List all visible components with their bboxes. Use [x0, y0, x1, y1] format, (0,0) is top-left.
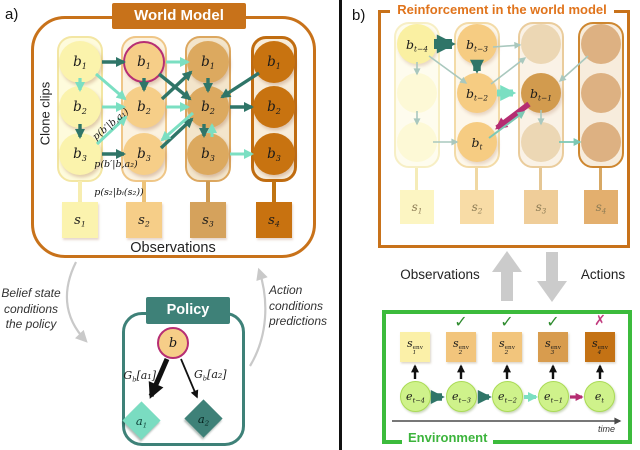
- panel-a-tag: a): [5, 6, 19, 23]
- belief-node: b1: [253, 41, 295, 83]
- observation-square-faded: s3: [524, 190, 558, 224]
- belief-node: b3: [123, 133, 165, 175]
- belief-node: b2: [59, 86, 101, 128]
- emission-stem: [142, 181, 146, 202]
- belief-node: b3: [253, 133, 295, 175]
- env-state-node: et−1: [538, 381, 569, 412]
- panel-b-tag: b): [352, 7, 366, 24]
- emission-stem: [272, 181, 276, 202]
- observation-square-faded: s1: [400, 190, 434, 224]
- policy-belief-node: b: [157, 327, 189, 359]
- emission-stem: [206, 181, 210, 202]
- belief-to-policy-arrow: [65, 261, 88, 343]
- belief-node: b2: [253, 86, 295, 128]
- observation-square-faded: s2: [460, 190, 494, 224]
- actions-label-b: Actions: [580, 267, 626, 282]
- belief-node: b3: [187, 133, 229, 175]
- check-icon: ✓: [454, 312, 468, 331]
- action-label-a2: a2: [197, 411, 210, 427]
- faded-belief-node: [521, 122, 561, 162]
- faded-belief-node: [397, 122, 437, 162]
- emission-stem: [539, 168, 542, 190]
- emission-stem: [475, 168, 478, 190]
- action-label-a1: a1: [135, 413, 148, 429]
- env-state-node: et−3: [446, 381, 477, 412]
- belief-node-bt2: bt−2: [457, 73, 497, 113]
- emission-label: p(s₂|bᵢ(s₂)): [94, 187, 144, 198]
- transition-label-a2: p(b′|b,a₂): [94, 159, 138, 170]
- time-label: time: [598, 424, 616, 434]
- gain-label-a1: Gb[a₁]: [123, 369, 156, 384]
- faded-belief-node: [397, 73, 437, 113]
- belief-node: b3: [59, 133, 101, 175]
- emission-stem: [599, 168, 602, 190]
- belief-node: b1: [187, 41, 229, 83]
- emission-stem: [78, 181, 82, 202]
- clone-clips-label: Clone clips: [37, 81, 53, 146]
- faded-belief-node: [581, 73, 621, 113]
- check-icon: ✓: [546, 312, 560, 331]
- observation-square: s1: [62, 202, 98, 238]
- panel-divider: [339, 0, 342, 450]
- actions-down-arrow: [537, 252, 567, 302]
- belief-node: b1: [59, 41, 101, 83]
- belief-node-bt: bt: [457, 122, 497, 162]
- cross-icon: ✗: [594, 313, 606, 329]
- faded-belief-node: [581, 24, 621, 64]
- emission-stem: [415, 168, 418, 190]
- gain-label-a2: Gb[a₂]: [194, 368, 227, 383]
- observations-up-arrow: [492, 251, 522, 301]
- policy-title: Policy: [146, 297, 230, 324]
- env-state-node: et: [584, 381, 615, 412]
- belief-node: b2: [187, 86, 229, 128]
- observations-label-a: Observations: [130, 240, 216, 256]
- observation-square: s4: [256, 202, 292, 238]
- reinforcement-title: Reinforcement in the world model: [390, 1, 614, 18]
- world-model-title: World Model: [112, 3, 246, 29]
- faded-belief-node: [521, 24, 561, 64]
- action-note: Action conditions predictions: [269, 283, 328, 328]
- belief-note: Belief state conditions the policy: [1, 286, 61, 331]
- belief-node-bt4: bt−4: [397, 24, 437, 64]
- faded-belief-node: [581, 122, 621, 162]
- observation-square-faded: s4: [584, 190, 618, 224]
- environment-title: Environment: [402, 430, 494, 446]
- observation-square: s3: [190, 202, 226, 238]
- belief-node-bt3: bt−3: [457, 24, 497, 64]
- env-state-node: et−4: [400, 381, 431, 412]
- check-icon: ✓: [500, 312, 514, 331]
- belief-node-highlighted: b1: [123, 41, 165, 83]
- env-state-node: et−2: [492, 381, 523, 412]
- action-to-model-arrow: [249, 267, 268, 367]
- observation-square: s2: [126, 202, 162, 238]
- observations-label-b: Observations: [400, 267, 480, 282]
- environment-box: [382, 310, 632, 444]
- belief-node-bt1: bt−1: [521, 73, 561, 113]
